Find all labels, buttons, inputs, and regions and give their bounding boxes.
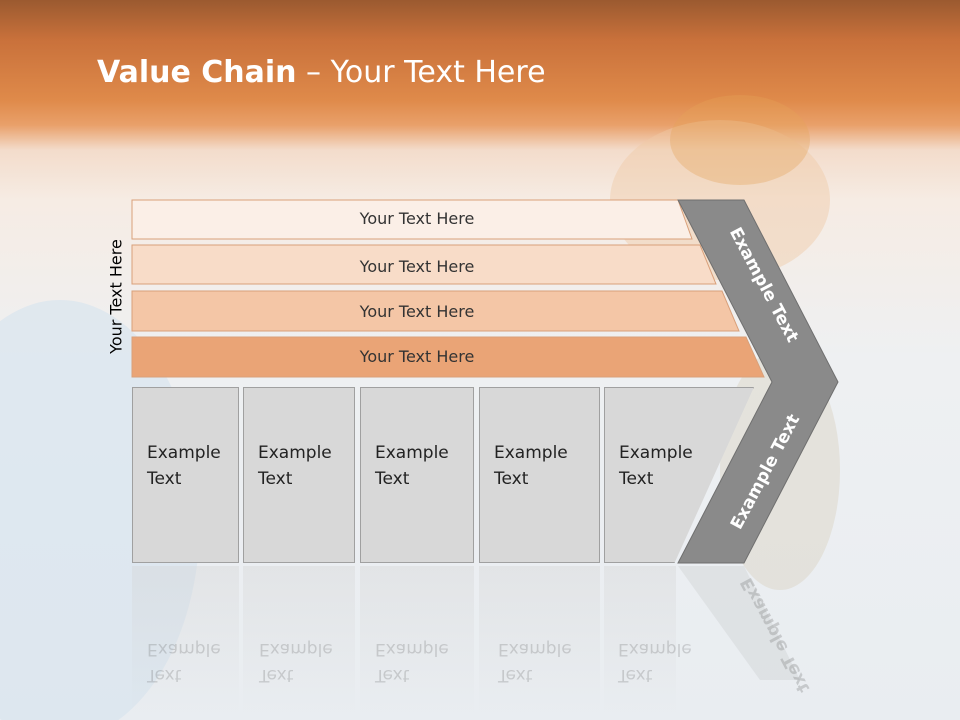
box-1-reflection-text: Text Example (147, 636, 221, 688)
box-2-reflection-text: Text Example (259, 636, 333, 688)
band-2 (131, 244, 717, 285)
box-4-line1: Example (494, 443, 568, 463)
box-1-line1: Example (147, 443, 221, 463)
box-2-reflection (243, 566, 355, 716)
box-3-reflection-line2: Text (375, 665, 410, 685)
box-5-reflection (604, 566, 676, 716)
page-title: Value Chain – Your Text Here (97, 55, 546, 90)
band-4-label: Your Text Here (359, 347, 475, 366)
box-3-reflection (360, 566, 474, 716)
box-5-reflection-text: Text Example (618, 636, 692, 688)
band-1-label: Your Text Here (359, 209, 475, 228)
box-4-reflection-line1: Example (498, 639, 572, 659)
box-3-reflection-text: Text Example (375, 636, 449, 688)
box-4-line2: Text (494, 469, 529, 489)
box-2-line1: Example (258, 443, 332, 463)
box-5-line1: Example (619, 443, 693, 463)
box-1-reflection (132, 566, 239, 716)
box-1-line2: Text (147, 469, 182, 489)
box-2: Example Text (243, 387, 355, 563)
band-4 (131, 336, 765, 378)
box-3-line2: Text (375, 469, 410, 489)
box-2-reflection-line2: Text (259, 665, 294, 685)
chevron-reflection (678, 566, 800, 680)
box-3: Example Text (360, 387, 474, 563)
box-2-reflection-line1: Example (259, 639, 333, 659)
box-3-reflection-line1: Example (375, 639, 449, 659)
band-2-label: Your Text Here (359, 257, 475, 276)
box-4-reflection-line2: Text (498, 665, 533, 685)
box-4-reflection (479, 566, 600, 716)
chevron-arrow (677, 199, 839, 564)
title-rest: – Your Text Here (296, 55, 546, 90)
box-4: Example Text (479, 387, 600, 563)
box-5-reflection-line1: Example (618, 639, 692, 659)
band-3 (131, 290, 740, 332)
box-4-reflection-text: Text Example (498, 636, 572, 688)
box-5-line2: Text (619, 469, 654, 489)
title-bold: Value Chain (97, 55, 297, 90)
band-3-label: Your Text Here (359, 302, 475, 321)
band-1 (131, 199, 693, 240)
box-1: Example Text (132, 387, 239, 563)
box-1-reflection-line2: Text (147, 665, 182, 685)
box-2-line2: Text (258, 469, 293, 489)
box-1-reflection-line1: Example (147, 639, 221, 659)
box-5-reflection-line2: Text (618, 665, 653, 685)
box-3-line1: Example (375, 443, 449, 463)
